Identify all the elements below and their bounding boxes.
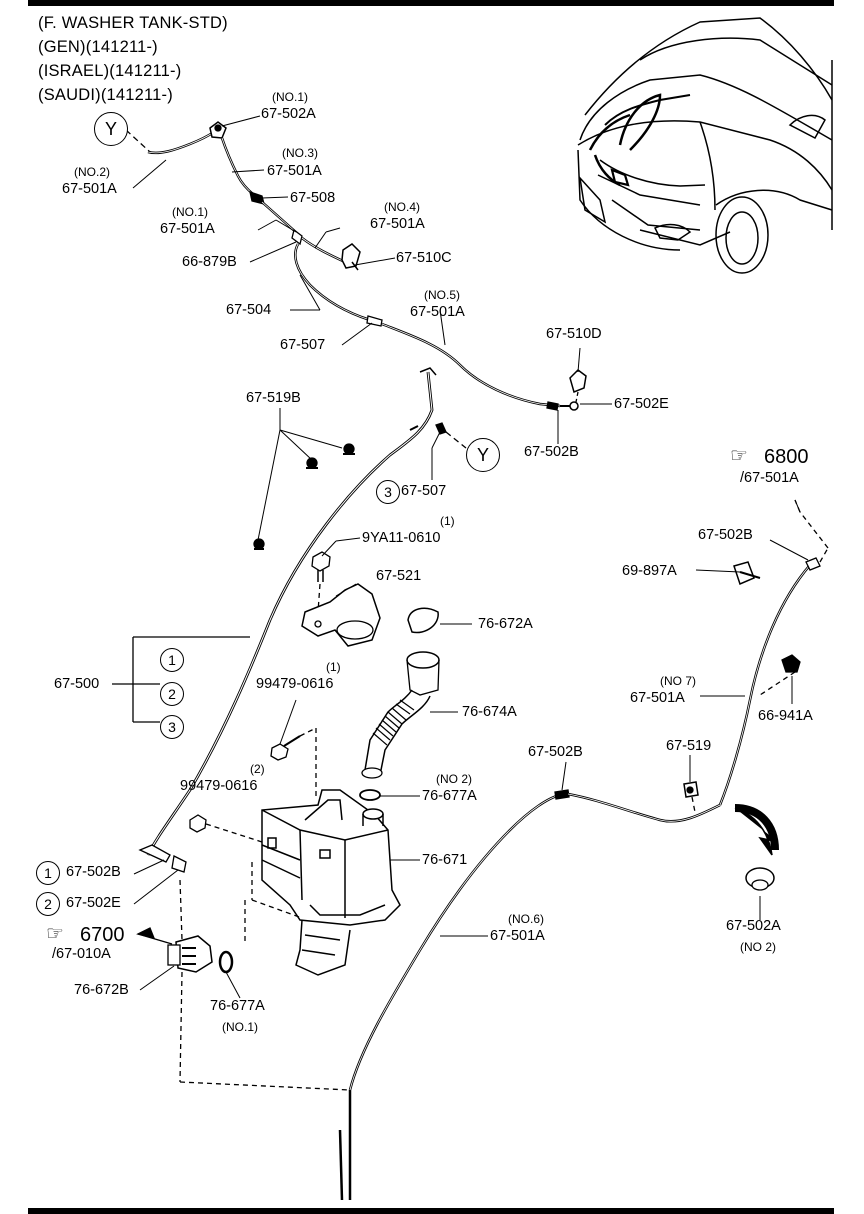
- label-no6: (NO.6): [508, 912, 544, 926]
- part-67-507-top: 67-507: [280, 337, 326, 353]
- part-76-672A: 76-672A: [478, 616, 533, 632]
- part-76-671: 76-671: [422, 852, 468, 868]
- part-67-502B-right: 67-502B: [698, 527, 753, 543]
- connection-mark-y-mid: Y: [466, 438, 500, 472]
- label-no1-c: (NO.1): [222, 1020, 258, 1034]
- top-border: [28, 0, 834, 6]
- part-67-510C: 67-510C: [396, 250, 452, 266]
- header-line-3: (ISRAEL)(141211-): [38, 62, 182, 80]
- header-line-4: (SAUDI)(141211-): [38, 86, 173, 104]
- group-mark-2-b: 2: [36, 892, 60, 916]
- header-line-2: (GEN)(141211-): [38, 38, 158, 56]
- part-67-500: 67-500: [54, 676, 100, 692]
- label-99479-qty-2: (2): [250, 762, 265, 776]
- bottom-border: [28, 1208, 834, 1214]
- part-76-672B: 76-672B: [74, 982, 129, 998]
- part-67-502B-mid: 67-502B: [528, 744, 583, 760]
- group-mark-1: 1: [160, 648, 184, 672]
- part-76-677A-top: 76-677A: [422, 788, 477, 804]
- part-99479-0616-2: 99479-0616: [180, 778, 258, 794]
- part-66-879B: 66-879B: [182, 254, 237, 270]
- connection-mark-y-top: Y: [94, 112, 128, 146]
- part-66-941A: 66-941A: [758, 708, 813, 724]
- group-mark-3: 3: [160, 715, 184, 739]
- part-9YA11-0610: 9YA11-0610: [362, 530, 441, 546]
- part-67-501A-no7: 67-501A: [630, 690, 685, 706]
- part-67-501A-no4: 67-501A: [370, 216, 425, 232]
- part-69-897A: 69-897A: [622, 563, 677, 579]
- vehicle-illustration: [577, 17, 833, 274]
- part-67-502A-bot: 67-502A: [726, 918, 781, 934]
- part-76-674A: 76-674A: [462, 704, 517, 720]
- group-mark-2: 2: [160, 682, 184, 706]
- part-67-510D: 67-510D: [546, 326, 602, 342]
- part-67-502E-top: 67-502E: [614, 396, 669, 412]
- part-67-501A-no3: 67-501A: [267, 163, 322, 179]
- label-99479-qty-1: (1): [326, 660, 341, 674]
- part-99479-0616-1: 99479-0616: [256, 676, 334, 692]
- part-67-502A-top: 67-502A: [261, 106, 316, 122]
- group-mark-1-b: 1: [36, 861, 60, 885]
- label-no5: (NO.5): [424, 288, 460, 302]
- washer-tank-drawing: [261, 789, 401, 976]
- part-67-502E-bot: 67-502E: [66, 895, 121, 911]
- part-67-507-mid: 67-507: [401, 483, 447, 499]
- ref-6800[interactable]: 6800: [764, 446, 809, 468]
- part-67-521: 67-521: [376, 568, 422, 584]
- ref-6800-sub: /67-501A: [740, 470, 799, 486]
- part-67-508: 67-508: [290, 190, 336, 206]
- part-67-502B-top: 67-502B: [524, 444, 579, 460]
- group-mark-3-b: 3: [376, 480, 400, 504]
- part-67-501A-no1: 67-501A: [160, 221, 215, 237]
- pointing-hand-icon: ☞: [730, 445, 748, 467]
- label-no2-c: (NO 2): [740, 940, 776, 954]
- label-no2-b: (NO 2): [436, 772, 472, 786]
- part-67-501A-no5: 67-501A: [410, 304, 465, 320]
- label-no2-a: (NO.2): [74, 165, 110, 179]
- label-no1-a: (NO.1): [272, 90, 308, 104]
- label-no4: (NO.4): [384, 200, 420, 214]
- label-no7: (NO 7): [660, 674, 696, 688]
- part-76-677A-bot: 76-677A: [210, 998, 265, 1014]
- part-67-519B: 67-519B: [246, 390, 301, 406]
- part-67-502B-bot: 67-502B: [66, 864, 121, 880]
- ref-6700-sub: /67-010A: [52, 946, 111, 962]
- label-9YA11-qty: (1): [440, 514, 455, 528]
- label-no3: (NO.3): [282, 146, 318, 160]
- pointing-hand-icon-2: ☞: [46, 923, 64, 945]
- label-no1-b: (NO.1): [172, 205, 208, 219]
- part-67-504: 67-504: [226, 302, 272, 318]
- part-67-519: 67-519: [666, 738, 712, 754]
- header-line-1: (F. WASHER TANK-STD): [38, 14, 228, 32]
- ref-6700[interactable]: 6700: [80, 924, 125, 946]
- part-67-501A-no6: 67-501A: [490, 928, 545, 944]
- part-67-501A-no2: 67-501A: [62, 181, 117, 197]
